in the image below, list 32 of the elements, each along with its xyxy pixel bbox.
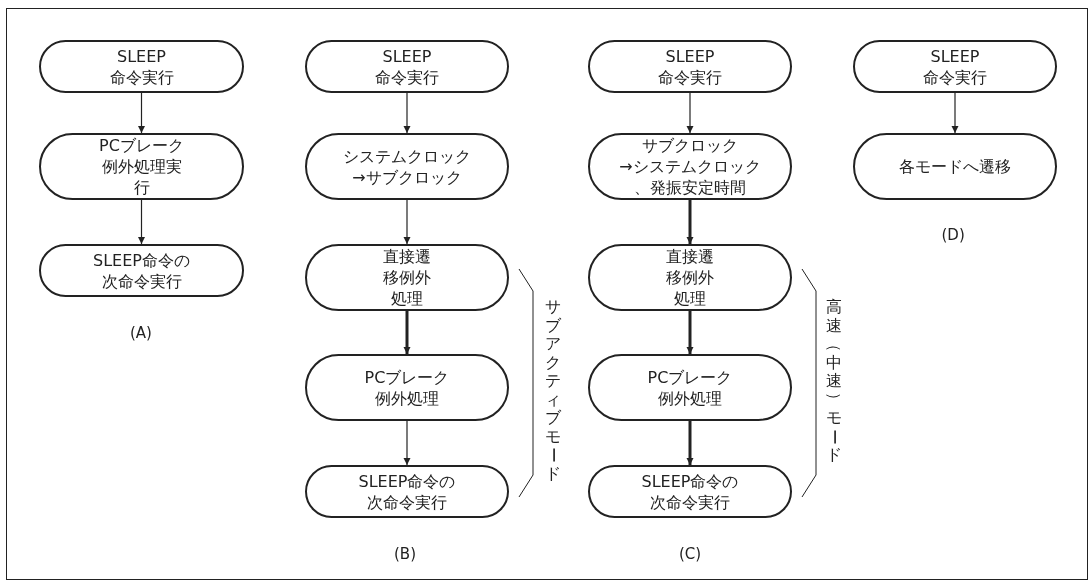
process-box: PCブレーク例外処理 bbox=[305, 354, 509, 421]
panel-label: (C) bbox=[679, 545, 702, 563]
process-box: SLEEP命令の次命令実行 bbox=[39, 244, 244, 297]
process-box: SLEEP 命令実行 bbox=[853, 40, 1057, 93]
arrow bbox=[138, 199, 145, 245]
process-box: SLEEP命令の次命令実行 bbox=[588, 465, 792, 518]
process-box: SLEEP 命令実行 bbox=[588, 40, 792, 93]
mode-label: サブアクティブモード bbox=[543, 298, 563, 483]
arrow bbox=[403, 420, 411, 466]
arrow bbox=[403, 311, 411, 354]
process-box: システムクロック →サブクロック bbox=[305, 133, 509, 200]
arrow bbox=[403, 92, 411, 134]
process-box: PCブレーク例外処理 bbox=[588, 354, 792, 421]
process-box: 各モードへ遷移 bbox=[853, 133, 1057, 200]
process-box: PCブレーク例外処理実行 bbox=[39, 133, 244, 200]
arrow bbox=[951, 92, 959, 134]
arrow bbox=[686, 92, 694, 134]
panel-label: (D) bbox=[941, 226, 965, 244]
arrow bbox=[686, 421, 694, 465]
process-box: SLEEP 命令実行 bbox=[39, 40, 244, 93]
arrow bbox=[686, 200, 694, 244]
arrow bbox=[403, 199, 411, 245]
arrow bbox=[686, 311, 694, 354]
process-box: サブクロック →システムクロック、発振安定時間 bbox=[588, 133, 792, 200]
process-box: SLEEP命令の次命令実行 bbox=[305, 465, 509, 518]
arrow bbox=[138, 92, 145, 134]
process-box: 直接遷移例外処理 bbox=[305, 244, 509, 311]
panel-label: (B) bbox=[394, 545, 416, 563]
process-box: SLEEP 命令実行 bbox=[305, 40, 509, 93]
panel-label: (A) bbox=[130, 324, 152, 342]
process-box: 直接遷移例外処理 bbox=[588, 244, 792, 311]
mode-label: 高速（中速）モード bbox=[824, 298, 844, 465]
